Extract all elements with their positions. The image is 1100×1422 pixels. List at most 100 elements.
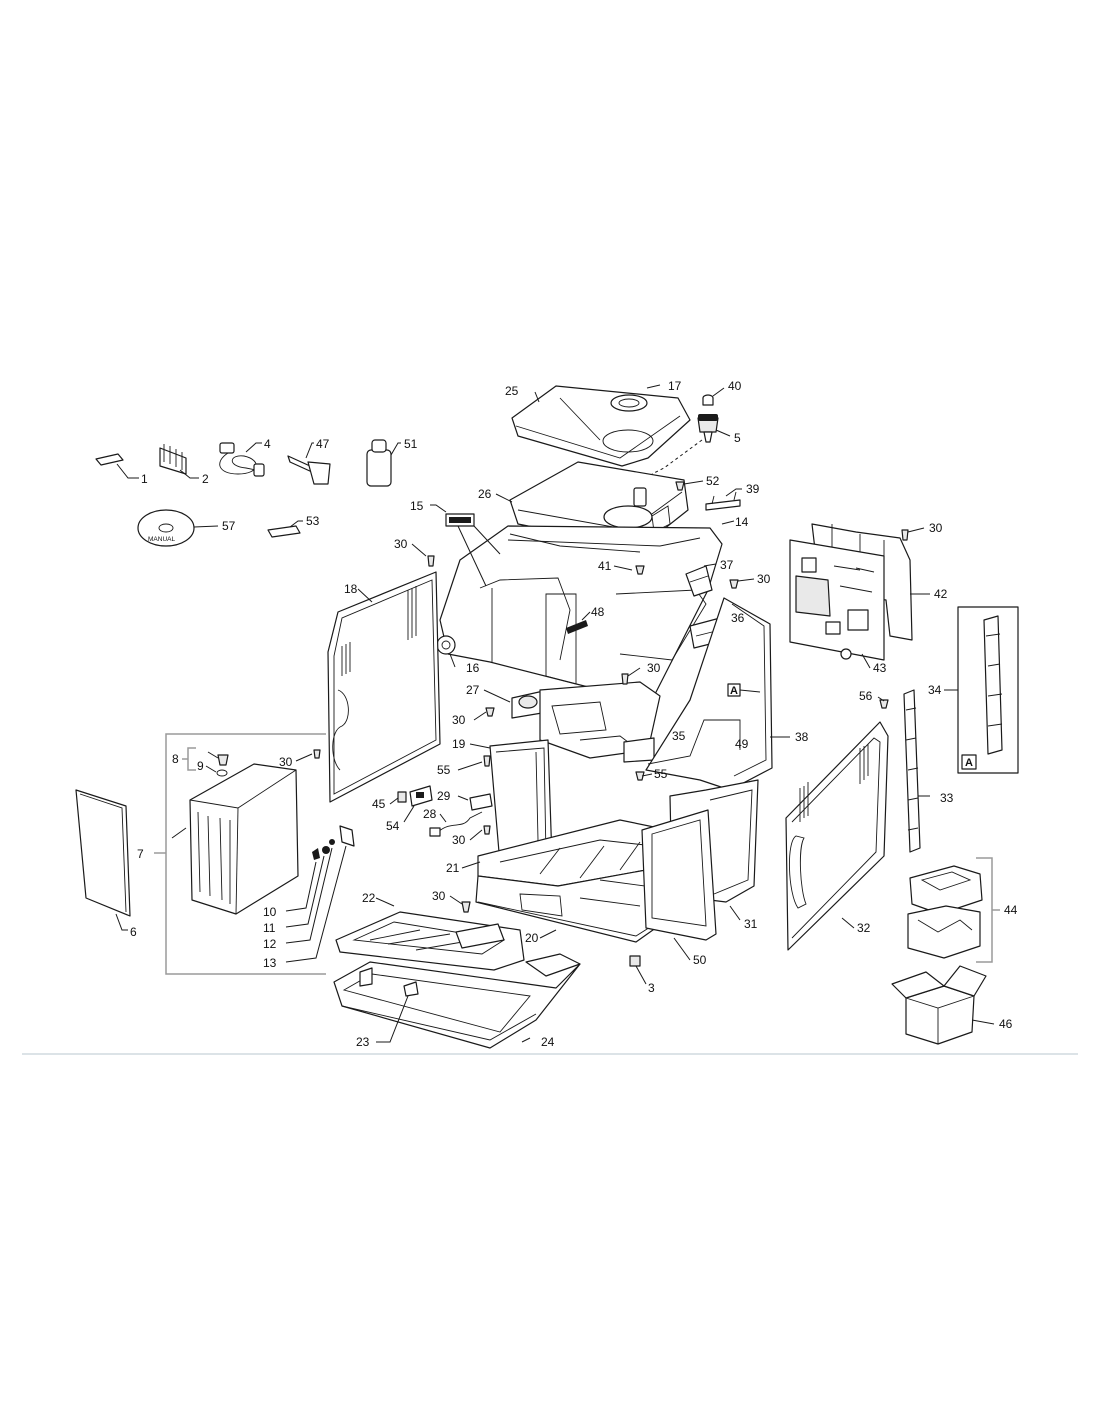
callout-12: 12: [263, 937, 277, 951]
callout-52: 52: [706, 474, 720, 488]
manual-disc-text: MANUAL: [148, 536, 175, 543]
callout-9: 9: [197, 759, 204, 773]
part-2-descaler-strip: [159, 444, 199, 479]
part-38-rear-panel: [645, 597, 790, 791]
callout-29: 29: [437, 789, 451, 803]
callout-18: 18: [344, 582, 358, 596]
callout-37: 37: [720, 558, 734, 572]
part-23-float: [376, 981, 419, 1043]
part-33-hinge-rail: [903, 689, 930, 853]
callout-51: 51: [404, 437, 418, 451]
callout-23: 23: [356, 1035, 370, 1049]
part-drip-box: [455, 923, 581, 977]
callout-11: 11: [263, 921, 276, 935]
part-30-screw-base: [469, 825, 491, 841]
part-30-screw-bottom: [449, 895, 471, 913]
part-5-grinder-knob: [697, 414, 731, 443]
part-57-manual-disc: MANUAL: [137, 509, 219, 547]
part-44-packaging-inserts: [907, 865, 983, 959]
callout-2: 2: [202, 472, 209, 486]
callout-22: 22: [362, 891, 376, 905]
part-41-screw: [613, 565, 645, 575]
callout-30-a: 30: [394, 537, 408, 551]
part-4-power-cord: [219, 442, 265, 477]
callout-15: 15: [410, 499, 424, 513]
callout-6: 6: [130, 925, 137, 939]
callout-4: 4: [264, 437, 271, 451]
part-51-water-filter: [366, 439, 401, 487]
marker-a-label: A: [730, 685, 738, 697]
part-7-water-tank: [171, 763, 299, 915]
part-55-screw-right: [635, 771, 653, 781]
callout-25: 25: [505, 384, 519, 398]
callout-10: 10: [263, 905, 277, 919]
callout-40: 40: [728, 379, 742, 393]
callout-labels: 1 2 3 4 5 6 7 8 9 10 11 12 13 14 15 16 1…: [130, 379, 1018, 1049]
callout-49: 49: [735, 737, 749, 751]
part-10-13-fittings: [285, 825, 355, 963]
callout-7: 7: [137, 847, 144, 861]
part-56-screw: [877, 696, 889, 709]
part-43-control-board: [789, 539, 885, 669]
callout-1: 1: [141, 472, 148, 486]
part-55-screw-left: [457, 755, 491, 771]
callout-32: 32: [857, 921, 871, 935]
part-54-pcb: [403, 785, 433, 823]
part-30-screw-frame-left: [473, 707, 495, 721]
callout-44: 44: [1004, 903, 1018, 917]
callout-55-a: 55: [437, 763, 451, 777]
callout-42: 42: [934, 587, 948, 601]
detail-box-a-label: A: [965, 757, 973, 769]
callout-31: 31: [744, 917, 758, 931]
callout-35: 35: [672, 729, 686, 743]
part-25-tank-lid: [511, 384, 691, 467]
callout-20: 20: [525, 931, 539, 945]
part-37-outlet-module: [685, 563, 717, 597]
part-48-sticker: [566, 611, 591, 634]
part-30-screw-center: [621, 667, 641, 685]
callout-21: 21: [446, 861, 460, 875]
callout-41: 41: [598, 559, 612, 573]
part-40-knob-cap: [702, 387, 725, 406]
guide-line-knob: [651, 439, 703, 475]
part-28-cable: [429, 811, 483, 837]
part-16-ring-seal: [436, 635, 456, 668]
part-3-foot: [629, 955, 647, 985]
callout-30-g: 30: [452, 833, 466, 847]
callout-30-f: 30: [279, 755, 293, 769]
callout-50: 50: [693, 953, 707, 967]
bracket-group-44: [976, 857, 1000, 963]
callout-13: 13: [263, 956, 277, 970]
callout-28: 28: [423, 807, 437, 821]
bracket-group-8: [182, 747, 196, 771]
callout-26: 26: [478, 487, 492, 501]
part-30-screw-board: [901, 527, 925, 541]
part-32-right-side-panel: [785, 721, 889, 951]
callout-48: 48: [591, 605, 605, 619]
callout-3: 3: [648, 981, 655, 995]
callout-47: 47: [316, 437, 330, 451]
callout-39: 39: [746, 482, 760, 496]
callout-56: 56: [859, 689, 873, 703]
part-27-brew-holder: [483, 689, 549, 719]
callout-30-h: 30: [432, 889, 446, 903]
detail-marker-a-frame: A: [727, 683, 761, 697]
callout-24: 24: [541, 1035, 555, 1049]
callout-5: 5: [734, 431, 741, 445]
callout-27: 27: [466, 683, 480, 697]
callout-30-b: 30: [929, 521, 943, 535]
callout-45: 45: [372, 797, 386, 811]
part-6-tank-cover: [75, 789, 131, 931]
part-1-brush: [95, 453, 139, 479]
part-50-front-cover: [641, 809, 717, 961]
part-45-connector: [389, 791, 407, 805]
callout-55-b: 55: [654, 767, 668, 781]
part-18-left-side-panel: [327, 571, 441, 803]
callout-54: 54: [386, 819, 400, 833]
callout-38: 38: [795, 730, 809, 744]
part-24-drip-tray: [333, 961, 581, 1049]
part-30-screw-right: [729, 578, 755, 589]
part-53-label: [267, 520, 303, 538]
callout-30-d: 30: [647, 661, 661, 675]
